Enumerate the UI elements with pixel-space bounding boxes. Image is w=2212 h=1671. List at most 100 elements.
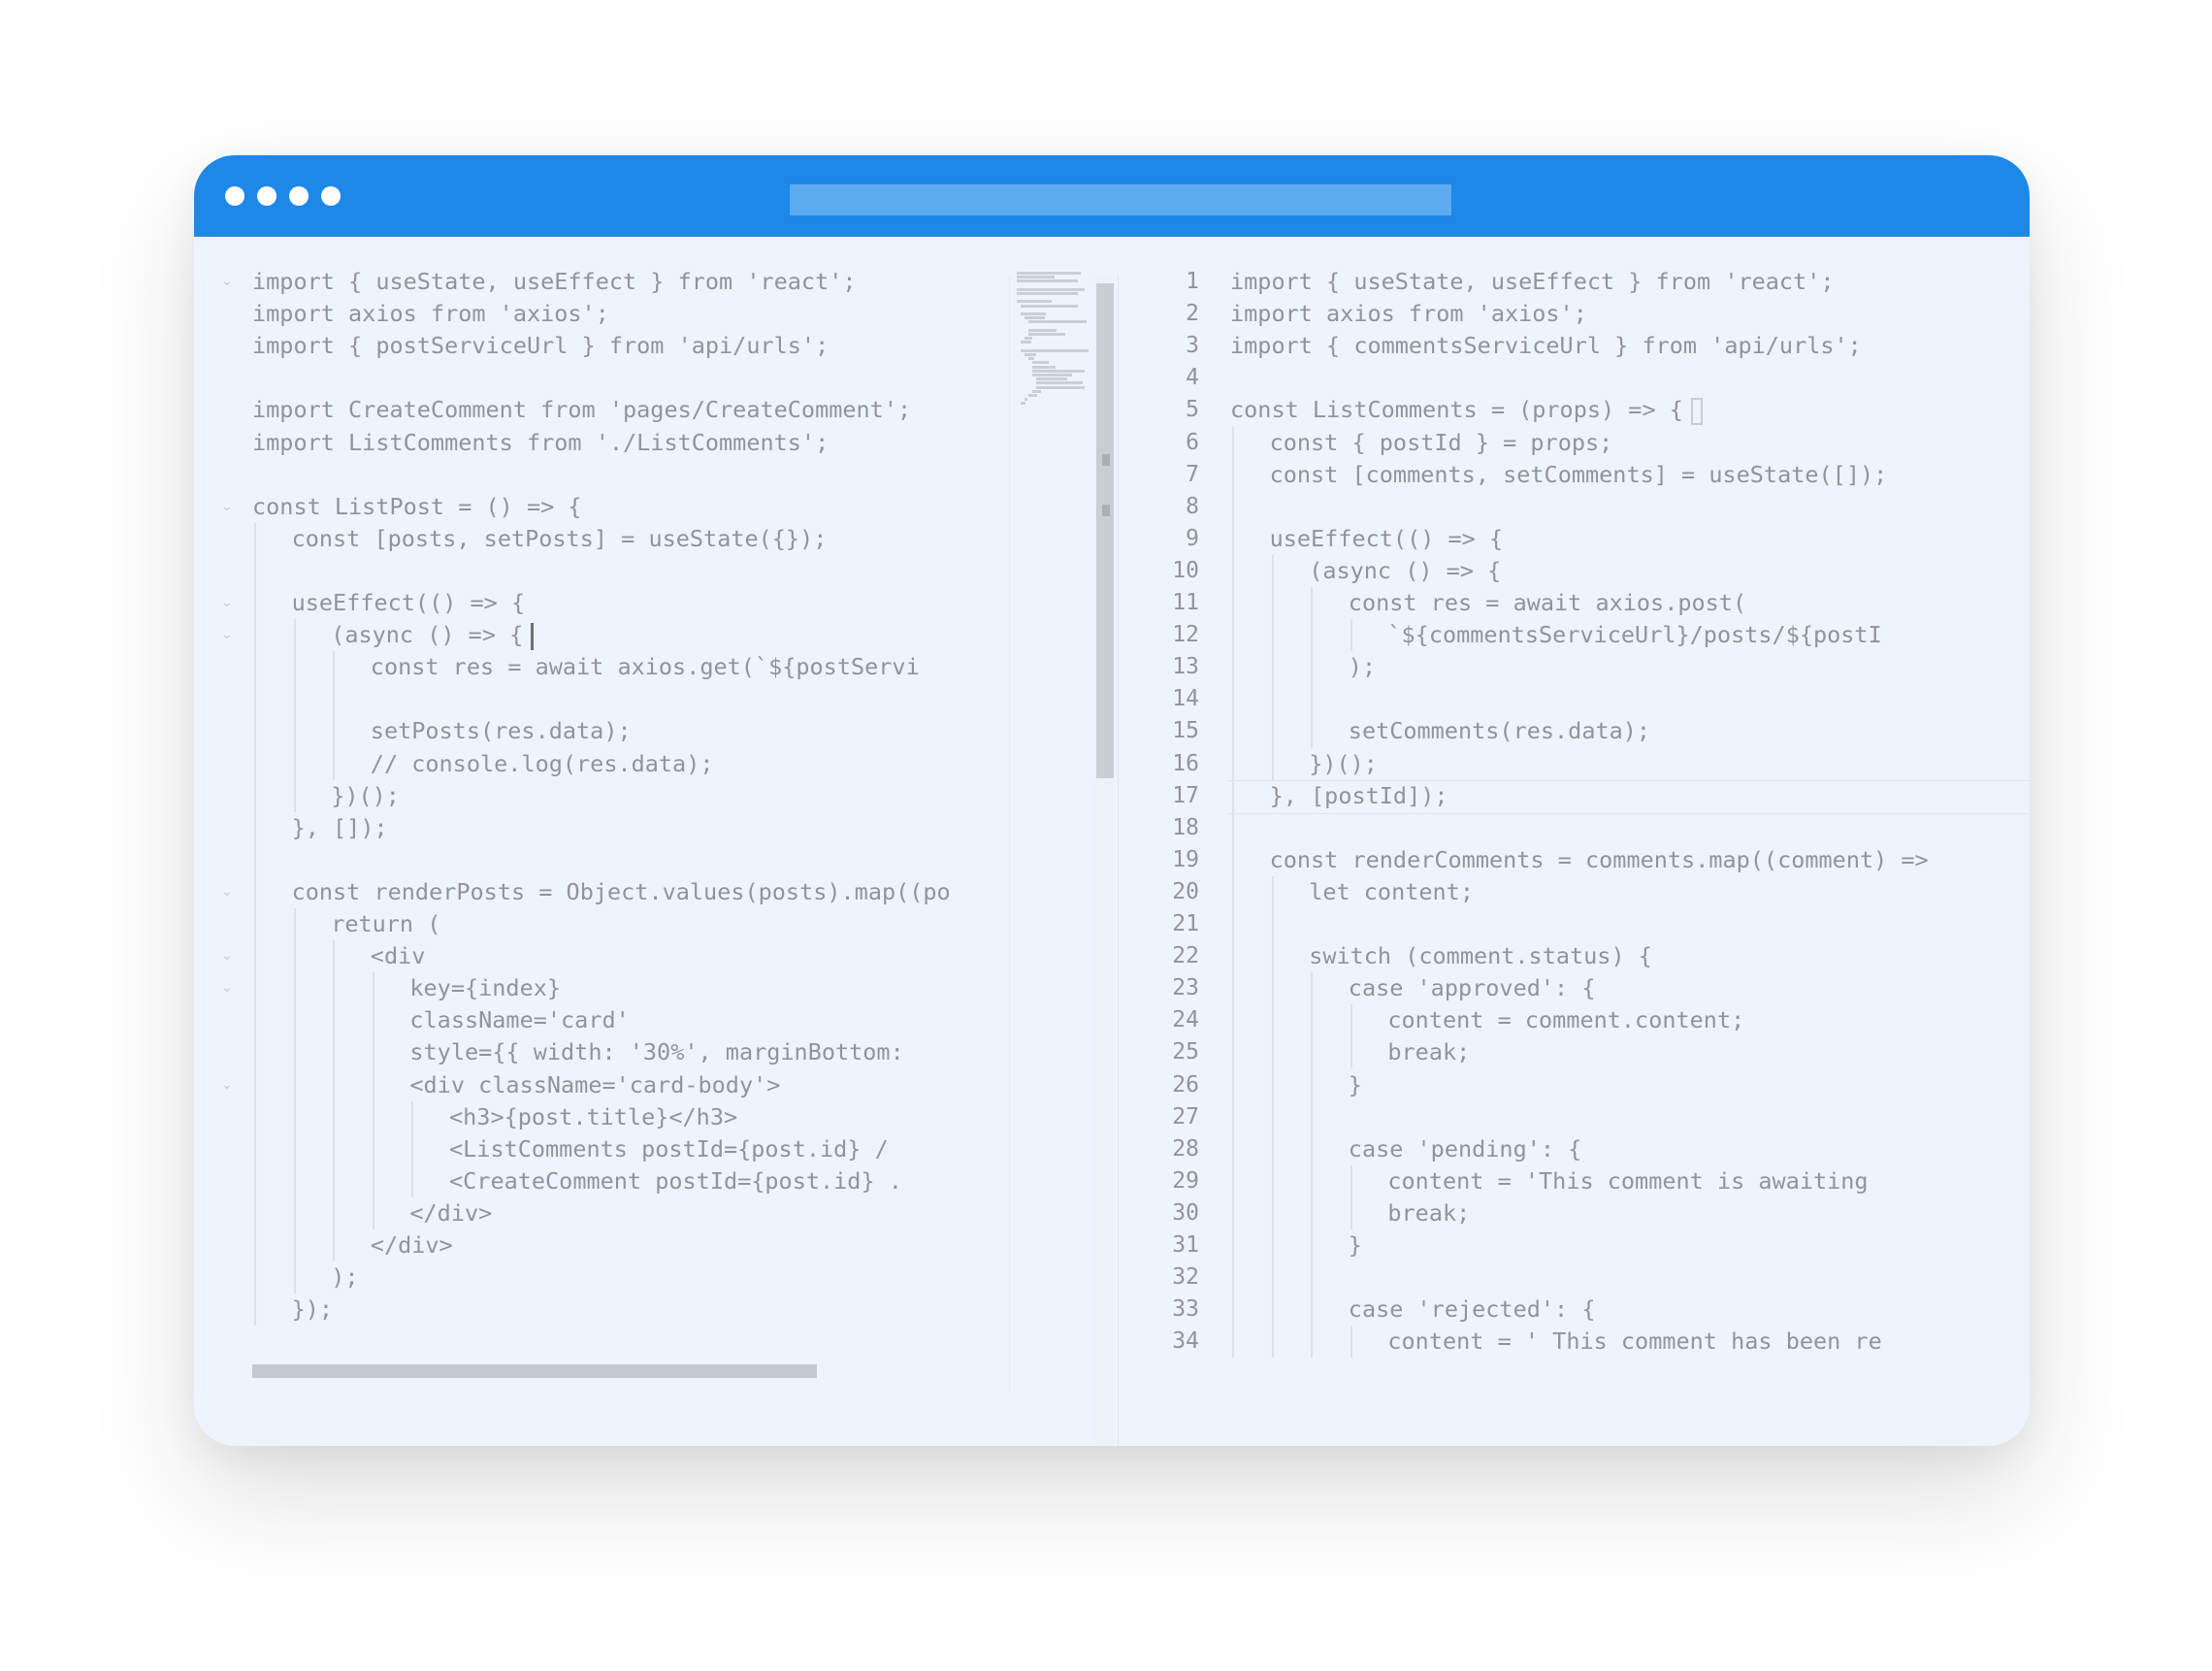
code-line[interactable]: const [posts, setPosts] = useState({}); [292,523,828,555]
fold-chevron-icon[interactable]: ⌄ [221,948,233,965]
code-line[interactable]: }, [postId]); [1270,780,1448,812]
code-line-text: }); [291,1295,334,1324]
code-line[interactable]: className='card' [409,1004,629,1036]
line-number: 23 [1172,975,1199,1001]
code-line[interactable]: case 'approved': { [1349,972,1596,1004]
line-number: 21 [1172,911,1199,936]
code-line[interactable]: import { postServiceUrl } from 'api/urls… [252,330,829,362]
horizontal-scrollbar-thumb[interactable] [252,1364,817,1378]
line-number: 12 [1172,622,1199,648]
code-line[interactable]: useEffect(() => { [1270,523,1504,555]
code-line[interactable]: import axios from 'axios'; [252,298,609,330]
code-line[interactable]: const renderComments = comments.map((com… [1270,844,1929,876]
code-line-text: const { postId } = props; [1269,428,1613,456]
indent-guide [293,908,296,1294]
code-line[interactable]: <h3>{post.title}</h3> [449,1101,737,1133]
code-line[interactable]: setComments(res.data); [1349,715,1650,747]
code-line[interactable]: const { postId } = props; [1270,427,1613,459]
minimap-line [1021,304,1078,308]
code-line[interactable]: content = ' This comment has been re [1387,1326,1881,1358]
code-line[interactable]: useEffect(() => { [292,587,526,619]
fold-chevron-icon[interactable]: ⌄ [221,274,233,289]
code-line-text: (async () => { [1309,556,1502,584]
code-line[interactable]: const ListComments = (props) => { [1230,394,1703,426]
fold-chevron-icon[interactable]: ⌄ [221,627,233,643]
code-line[interactable]: import CreateComment from 'pages/CreateC… [252,394,911,426]
code-line[interactable]: break; [1387,1197,1470,1229]
code-line[interactable]: } [1349,1069,1362,1101]
window-dot-3[interactable] [289,186,309,206]
code-line[interactable]: } [1349,1229,1362,1261]
code-line[interactable]: (async () => { [1309,555,1501,587]
line-number: 18 [1172,814,1199,840]
window-dot-2[interactable] [257,186,276,206]
code-line[interactable]: <CreateComment postId={post.id} . [449,1165,902,1197]
code-line[interactable]: <div className='card-body'> [409,1069,780,1101]
code-line[interactable]: </div> [371,1229,453,1261]
minimap-line [1036,377,1067,381]
code-line[interactable]: (async () => { [331,619,535,651]
code-line[interactable]: content = 'This comment is awaiting [1387,1165,1868,1197]
code-line[interactable]: import ListComments from './ListComments… [252,427,829,459]
code-line[interactable]: case 'rejected': { [1349,1294,1596,1326]
indent-guide [333,940,336,1262]
code-line[interactable]: case 'pending': { [1349,1133,1582,1165]
code-line[interactable]: const res = await axios.post( [1349,587,1746,619]
text-cursor [531,622,535,650]
minimap[interactable] [1017,272,1100,563]
code-line[interactable]: }, []); [292,812,388,844]
code-line-text: setComments(res.data); [1348,717,1651,745]
code-line[interactable]: import { useState, useEffect } from 'rea… [1230,266,1835,298]
code-line[interactable]: import { commentsServiceUrl } from 'api/… [1230,330,1862,362]
code-line[interactable]: switch (comment.status) { [1309,940,1652,972]
code-line[interactable]: ); [331,1261,358,1294]
line-number: 1 [1186,269,1199,294]
line-number: 27 [1172,1103,1199,1130]
address-bar[interactable] [790,184,1451,215]
window-dot-1[interactable] [225,186,244,206]
line-number: 3 [1186,333,1199,359]
minimap-line [1021,348,1089,352]
pane-divider[interactable] [1118,276,1119,1446]
code-line[interactable]: key={index} [409,972,561,1004]
code-line[interactable]: const [comments, setComments] = useState… [1270,459,1888,491]
code-line[interactable]: </div> [409,1197,492,1229]
code-line-text: // console.log(res.data); [370,749,714,777]
code-line[interactable]: <ListComments postId={post.id} / [449,1133,889,1165]
line-number: 19 [1172,846,1199,872]
fold-chevron-icon[interactable]: ⌄ [221,595,233,610]
fold-chevron-icon[interactable]: ⌄ [221,980,233,997]
code-line[interactable]: })(); [1309,748,1378,780]
code-line[interactable]: setPosts(res.data); [371,715,632,747]
fold-chevron-icon[interactable]: ⌄ [221,1076,233,1093]
code-line[interactable]: }); [292,1294,333,1326]
code-line[interactable]: <div [371,940,426,972]
code-line[interactable]: `${commentsServiceUrl}/posts/${postI [1387,619,1881,651]
code-line-text: const [comments, setComments] = useState… [1269,460,1888,488]
code-line[interactable]: ); [1349,651,1376,683]
code-line[interactable]: style={{ width: '30%', marginBottom: [409,1036,903,1068]
code-line[interactable]: const renderPosts = Object.values(posts)… [292,876,951,908]
fold-chevron-icon[interactable]: ⌄ [221,883,233,900]
code-line-text: </div> [409,1198,493,1227]
code-line[interactable]: content = comment.content; [1387,1004,1744,1036]
code-line[interactable]: })(); [331,780,400,812]
code-line-text: content = 'This comment is awaiting [1387,1166,1869,1195]
left-editor-pane[interactable]: ⌄ import { useState, useEffect } from 're… [194,237,1009,1446]
code-line-text: <h3>{post.title}</h3> [449,1102,738,1130]
code-line[interactable]: import { useState, useEffect } from 'rea… [252,266,857,298]
code-line[interactable]: import axios from 'axios'; [1230,298,1587,330]
code-line[interactable]: // console.log(res.data); [371,748,714,780]
code-line[interactable]: break; [1387,1036,1470,1068]
window-dot-4[interactable] [321,186,341,206]
vertical-scrollbar-thumb[interactable] [1096,283,1114,778]
code-line-text: const ListPost = () => { [252,492,582,520]
code-line[interactable]: const res = await axios.get(`${postServi [371,651,920,683]
line-number: 8 [1186,493,1199,519]
minimap-line [1017,300,1052,304]
right-editor-pane[interactable]: 1 import { useState, useEffect } from 're… [1118,237,2030,1446]
code-line[interactable]: return ( [331,908,440,940]
code-line[interactable]: const ListPost = () => { [252,491,582,523]
code-line[interactable]: let content; [1309,876,1474,908]
fold-chevron-icon[interactable]: ⌄ [221,498,233,514]
